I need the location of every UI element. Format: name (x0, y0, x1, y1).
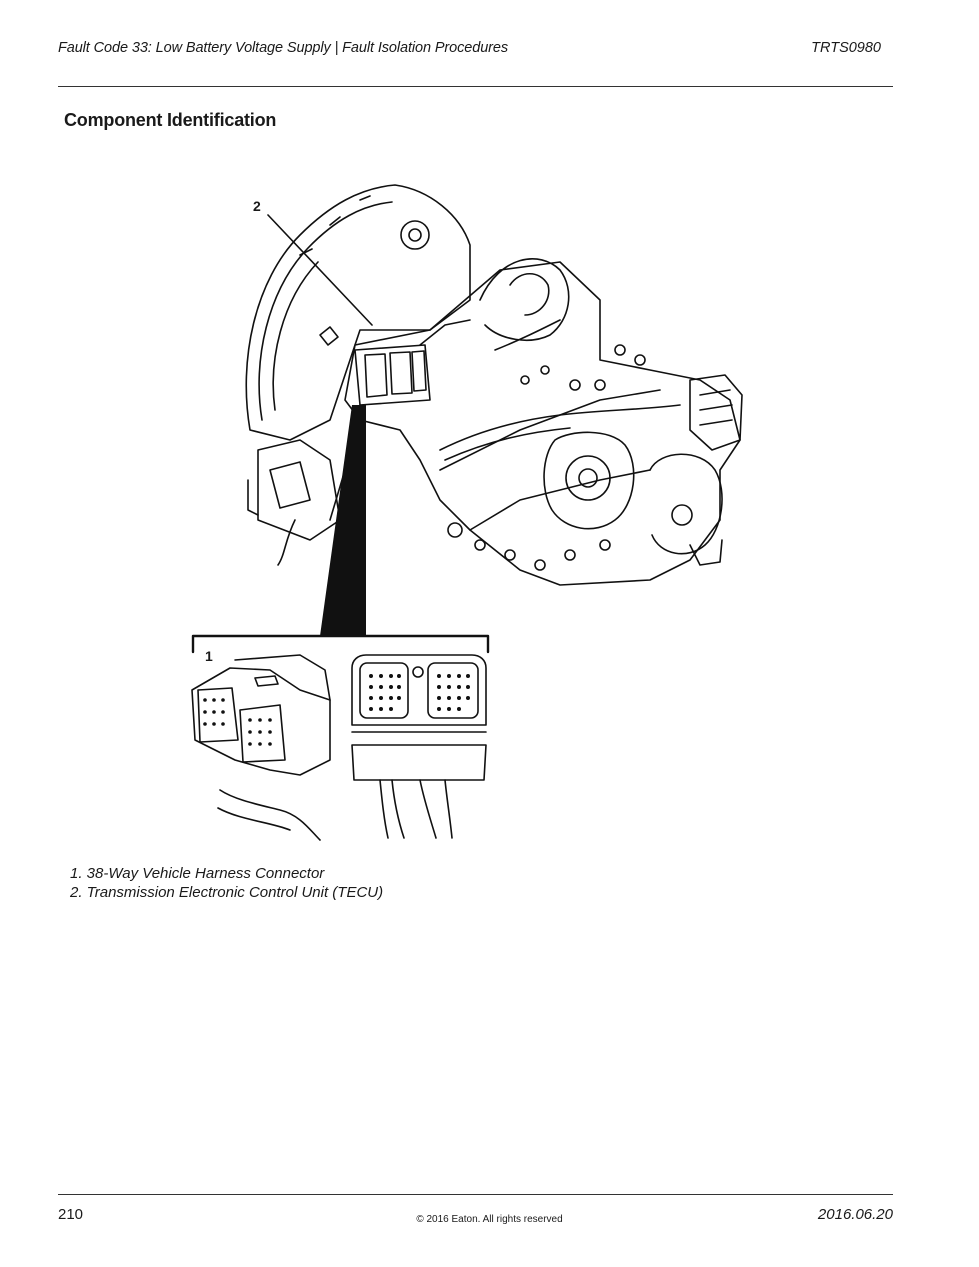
figure-legend: 1. 38-Way Vehicle Harness Connector 2. T… (70, 864, 383, 902)
legend-item: 1. 38-Way Vehicle Harness Connector (70, 865, 325, 882)
transmission-case-drawing (344, 258, 743, 586)
section-title: Component Identification (64, 110, 277, 130)
connector-pins (203, 674, 470, 746)
callout-2-leader (267, 214, 373, 326)
legend-item: 2. Transmission Electronic Control Unit … (70, 884, 384, 901)
header-divider (58, 86, 893, 87)
callout-2-label: 2 (253, 198, 261, 214)
bracket-drawing (247, 439, 341, 566)
footer-divider (58, 1194, 893, 1195)
document-id: TRTS0980 (811, 40, 881, 56)
header-title: Fault Code 33: Low Battery Voltage Suppl… (58, 40, 509, 56)
document-date: 2016.06.20 (817, 1206, 893, 1223)
zoom-wedge (320, 405, 366, 636)
page-number: 210 (58, 1206, 84, 1223)
clutch-housing-drawing (245, 184, 471, 441)
connector-drawing (191, 654, 487, 841)
copyright-notice: © 2016 Eaton. All rights reserved (416, 1214, 563, 1225)
detail-bracket (191, 634, 490, 654)
callout-1-label: 1 (205, 648, 213, 664)
